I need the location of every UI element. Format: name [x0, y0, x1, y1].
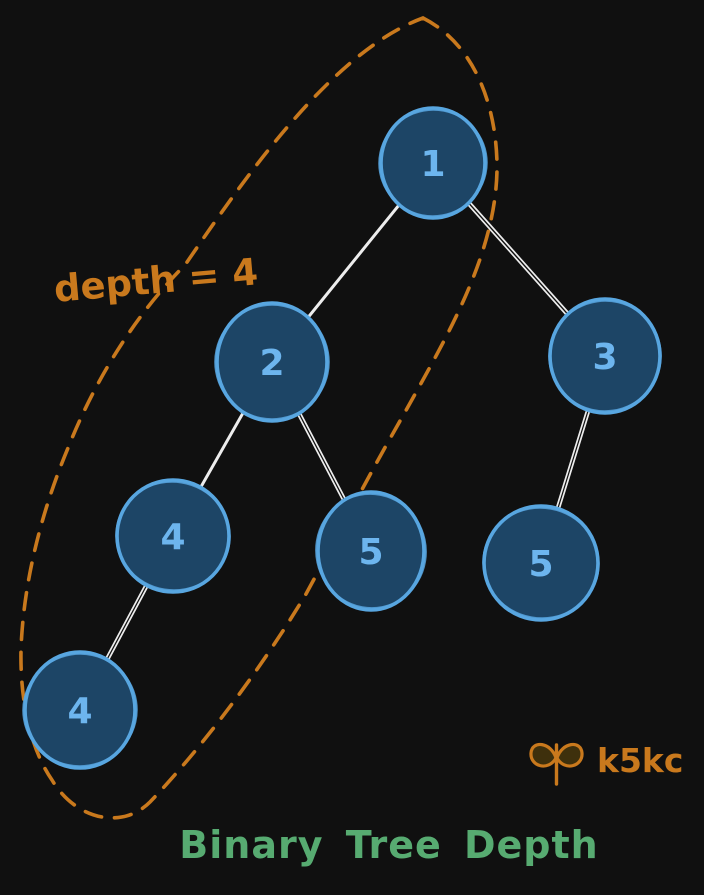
- node-value: 4: [67, 691, 92, 732]
- tree-edges: [77, 161, 608, 712]
- tree-node-left-right: 5: [315, 490, 427, 612]
- node-value: 1: [420, 144, 445, 185]
- k5kc-logo-text: k5kc: [597, 741, 683, 780]
- k5kc-watermark: k5kc: [529, 741, 683, 786]
- node-value: 5: [528, 544, 553, 585]
- node-value: 3: [592, 337, 617, 378]
- tree-nodes: 1 2 3 4 5: [22, 106, 662, 770]
- depth-path-dashed-loop: [19, 16, 499, 820]
- tree-node-root: 1: [378, 106, 488, 220]
- tree-node-left: 2: [214, 301, 330, 423]
- node-value: 5: [358, 532, 383, 573]
- depth-annotation: depth = 4: [52, 250, 260, 311]
- diagram-title: Binary Tree Depth: [179, 823, 598, 867]
- node-value: 2: [259, 343, 284, 384]
- node-value: 4: [160, 517, 185, 558]
- tree-node-right: 3: [548, 297, 662, 415]
- tree-node-right-right: 5: [482, 504, 600, 622]
- butterfly-bowtie-icon: [529, 743, 584, 786]
- tree-node-left-left-left: 4: [22, 650, 138, 770]
- tree-node-left-left: 4: [115, 478, 231, 594]
